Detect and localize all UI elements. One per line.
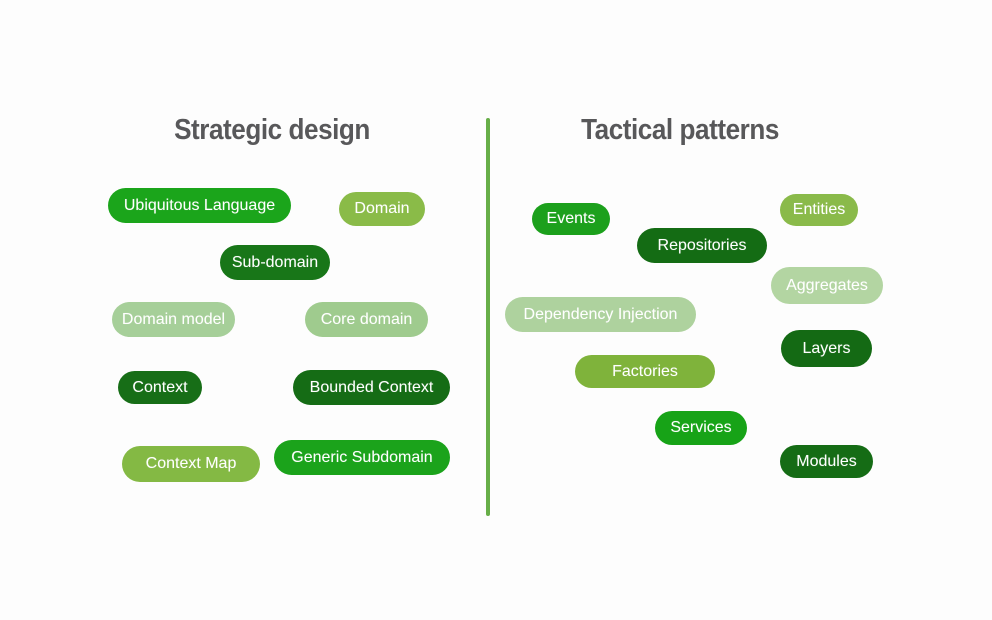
pill-sub-domain: Sub-domain — [220, 245, 330, 280]
pill-entities: Entities — [780, 194, 858, 226]
pill-layers: Layers — [781, 330, 872, 367]
strategic-design-title: Strategic design — [174, 114, 370, 146]
pill-repositories: Repositories — [637, 228, 767, 263]
pill-bounded-context: Bounded Context — [293, 370, 450, 405]
pill-domain: Domain — [339, 192, 425, 226]
pill-generic-subdomain: Generic Subdomain — [274, 440, 450, 475]
pill-modules: Modules — [780, 445, 873, 478]
pill-aggregates: Aggregates — [771, 267, 883, 304]
pill-factories: Factories — [575, 355, 715, 388]
pill-ubiquitous-language: Ubiquitous Language — [108, 188, 291, 223]
pill-core-domain: Core domain — [305, 302, 428, 337]
pill-context-map: Context Map — [122, 446, 260, 482]
pill-dependency-injection: Dependency Injection — [505, 297, 696, 332]
pill-context: Context — [118, 371, 202, 404]
pill-services: Services — [655, 411, 747, 445]
pill-events: Events — [532, 203, 610, 235]
pill-domain-model: Domain model — [112, 302, 235, 337]
column-divider-line — [486, 118, 490, 516]
tactical-patterns-title: Tactical patterns — [581, 114, 779, 146]
